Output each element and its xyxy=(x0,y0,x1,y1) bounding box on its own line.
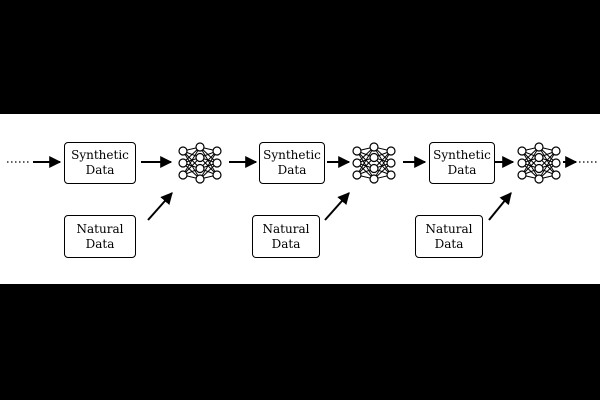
arrow-natural-to-model xyxy=(488,192,512,221)
box-label: Data xyxy=(434,236,464,251)
box-label: Synthetic xyxy=(263,148,321,162)
box-label: Data xyxy=(271,236,301,251)
arrow-natural-to-model xyxy=(324,192,350,221)
neural-network-icon xyxy=(178,142,222,184)
box-label: Synthetic xyxy=(433,148,491,162)
natural-data-box: Natural Data xyxy=(64,215,136,258)
neural-network-icon xyxy=(517,142,561,184)
neural-network-icon xyxy=(352,142,396,184)
box-label: Data xyxy=(85,236,115,251)
box-label: Natural xyxy=(425,221,473,236)
natural-data-box: Natural Data xyxy=(415,215,483,258)
box-label: Synthetic xyxy=(71,148,129,162)
synthetic-data-box: Synthetic Data xyxy=(259,142,325,184)
box-label: Data xyxy=(277,163,307,177)
synthetic-data-box: Synthetic Data xyxy=(64,142,136,184)
box-label: Data xyxy=(85,163,115,177)
synthetic-data-box: Synthetic Data xyxy=(429,142,495,184)
box-label: Natural xyxy=(76,221,124,236)
box-label: Data xyxy=(447,163,477,177)
arrow-natural-to-model xyxy=(147,192,173,221)
natural-data-box: Natural Data xyxy=(252,215,320,258)
box-label: Natural xyxy=(262,221,310,236)
